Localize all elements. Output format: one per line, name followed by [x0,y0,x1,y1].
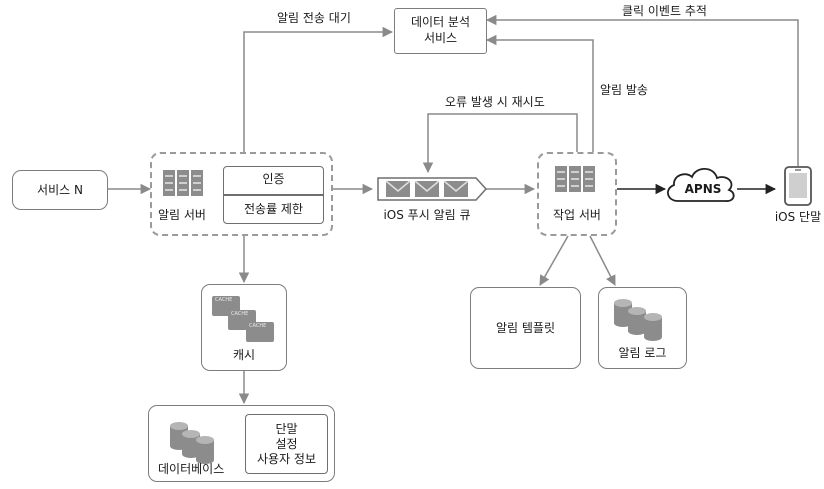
log-node [598,287,687,369]
worker-label: 작업 서버 [553,208,601,222]
analytics-service-node [394,8,487,54]
edge-server-to-analytics [243,26,394,152]
service-n-label: 서비스 N [37,182,83,197]
cache-label: 캐시 [232,348,256,362]
cache-chip-label: CACHE [215,297,232,303]
analytics-label-line2: 서비스 [423,31,458,45]
service-n-node: 서비스 N [12,170,108,210]
edge-worker-to-log [589,235,616,286]
database-icon [170,422,214,464]
cache-node [201,284,287,371]
server-rack-icon [163,170,203,196]
rate-limit-label: 전송률 제한 [243,202,303,216]
phone-icon [784,166,812,206]
edge-ios-to-analytics [485,14,799,166]
ios-queue-label: iOS 푸시 알림 큐 [383,208,471,222]
analytics-label-line1: 데이터 분석 [410,15,470,29]
user-info-box: 단말 설정 사용자 정보 [245,414,328,474]
template-node: 알림 템플릿 [470,287,581,369]
edge-retry-loop [422,113,578,174]
cache-chip-label: CACHE [249,323,266,329]
server-rack-icon [555,166,595,192]
click-tracking-label: 클릭 이벤트 추적 [622,4,707,18]
envelope-icon [385,180,411,197]
retry-label: 오류 발생 시 재시도 [445,95,545,109]
user-info-line2: 설정 [275,436,298,451]
database-node [148,405,335,482]
cloud-icon [667,167,735,202]
user-info-line1: 단말 [275,421,298,436]
edge-worker-to-analytics [485,34,594,152]
database-label: 데이터베이스 [158,462,225,476]
auth-label: 인증 [262,172,285,186]
ios-device-label: iOS 단말 [774,210,822,224]
log-database-icon [614,299,662,341]
cache-chip-label: CACHE [231,311,248,317]
edge-worker-to-template [539,235,569,286]
auth-divider [224,194,323,196]
envelope-icon [443,180,469,197]
worker-server-cluster [537,152,617,236]
notification-sent-label: 알림 발송 [600,83,648,97]
notification-server-label: 알림 서버 [158,208,206,222]
template-label: 알림 템플릿 [495,320,555,335]
notification-server-cluster [150,152,333,236]
envelope-icon [414,180,440,197]
user-info-line3: 사용자 정보 [256,451,316,466]
cache-icon: CACHE CACHE CACHE [212,296,274,342]
apns-label: APNS [684,182,722,196]
log-label: 알림 로그 [618,346,667,360]
wait-to-send-label: 알림 전송 대기 [277,11,351,25]
message-queue-icon [377,177,488,201]
